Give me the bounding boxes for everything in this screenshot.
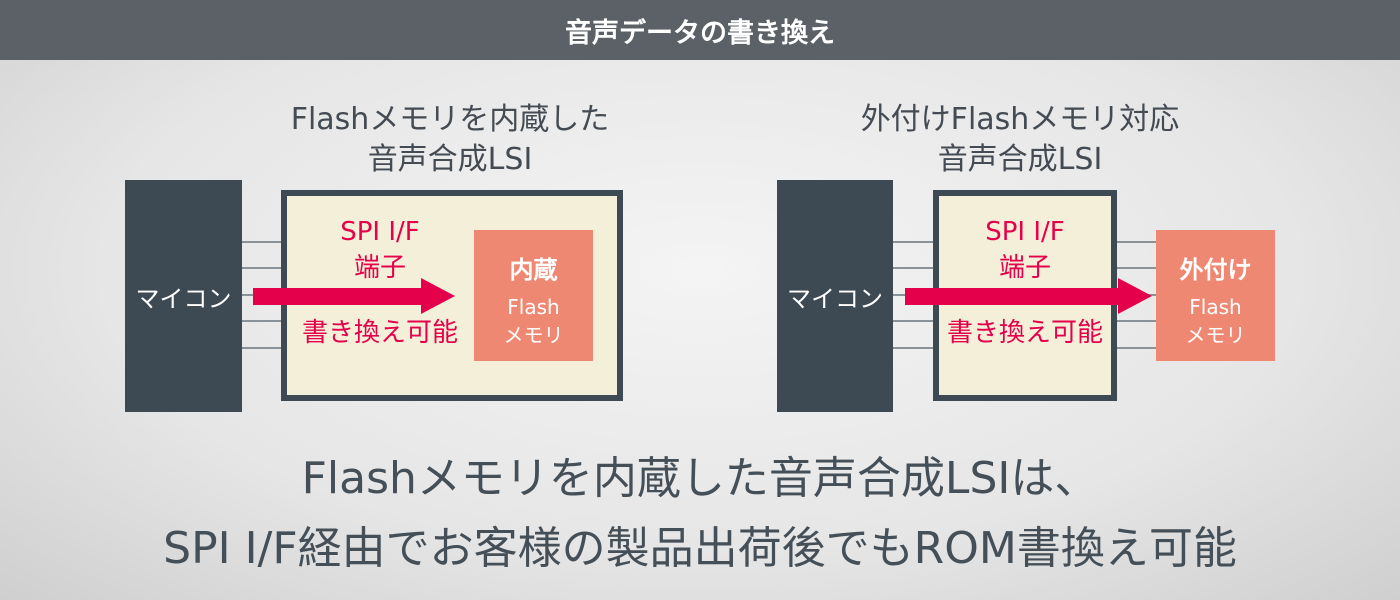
wire <box>242 347 282 349</box>
right-rewritable-label: 書き換え可能 <box>946 318 1103 348</box>
right-flash-title: 外付け <box>1179 256 1252 284</box>
left-flash-title: 内蔵 <box>509 256 558 284</box>
summary-line2: SPI I/F経由でお客様の製品出荷後でもROM書換え可能 <box>163 523 1237 574</box>
right-flash-box: 外付け Flash メモリ <box>1156 230 1275 361</box>
left-flash-line1: Flash <box>507 295 560 319</box>
wire <box>242 241 282 243</box>
left-spi-label: SPI I/F <box>340 217 420 247</box>
left-title-line1: Flashメモリを内蔵した <box>290 102 610 137</box>
right-arrow-shaft <box>905 288 1120 305</box>
left-arrow-head-icon <box>421 278 455 314</box>
right-title-line1: 外付けFlashメモリ対応 <box>860 102 1180 137</box>
wire <box>242 267 282 269</box>
right-arrow-head-icon <box>1118 278 1152 314</box>
wire <box>242 320 282 322</box>
left-mcu-box: マイコン <box>125 180 242 412</box>
right-mcu-box: マイコン <box>777 180 893 412</box>
right-spi-label: SPI I/F <box>985 217 1065 247</box>
left-flash-line2: メモリ <box>503 323 564 347</box>
right-title-line2: 音声合成LSI <box>937 142 1103 177</box>
right-terminal-label: 端子 <box>998 253 1051 283</box>
right-flash-line2: メモリ <box>1185 323 1246 347</box>
left-terminal-label: 端子 <box>353 253 406 283</box>
right-flash-line1: Flash <box>1189 295 1242 319</box>
summary-line1: Flashメモリを内蔵した音声合成LSIは、 <box>301 453 1099 504</box>
header-title: 音声データの書き換え <box>0 0 1400 60</box>
left-flash-box: 内蔵 Flash メモリ <box>474 230 593 361</box>
left-rewritable-label: 書き換え可能 <box>301 318 458 348</box>
left-title-line2: 音声合成LSI <box>367 142 533 177</box>
left-arrow-shaft <box>253 288 423 305</box>
